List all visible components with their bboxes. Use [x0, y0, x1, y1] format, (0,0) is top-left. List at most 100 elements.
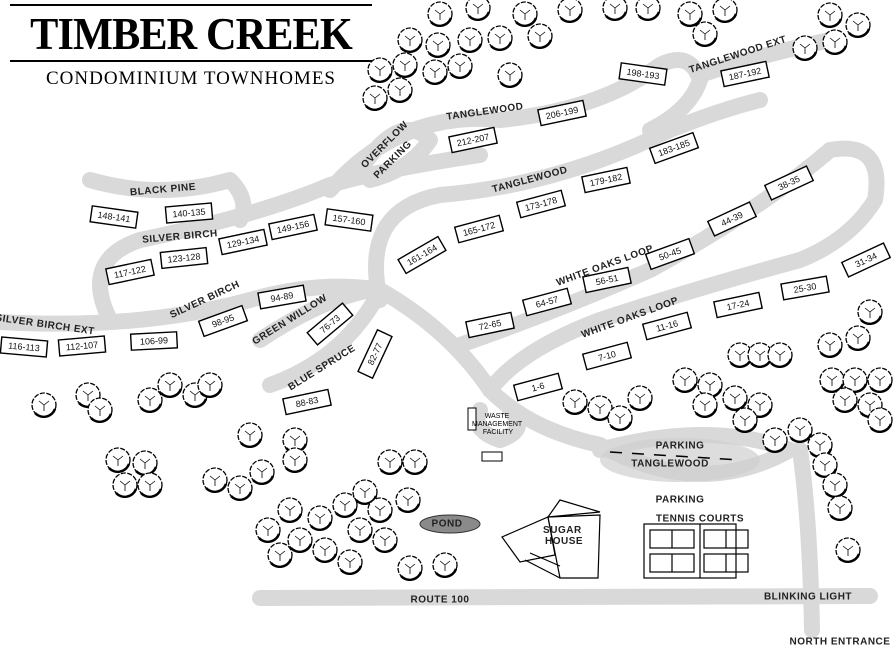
unit-outline [581, 341, 633, 371]
unit-block: 129-134 [218, 228, 268, 256]
parking-label: PARKING [656, 441, 705, 452]
unit-outline [197, 304, 249, 338]
unit-block: 98-95 [197, 304, 249, 338]
tree-icon [397, 27, 423, 54]
tree-icon [762, 427, 788, 454]
tree-icon [255, 517, 281, 544]
unit-label: 94-89 [270, 290, 294, 304]
tree-icon [447, 53, 473, 80]
unit-block: 1-6 [512, 372, 564, 402]
tree-icon [627, 385, 653, 412]
unit-outline [218, 228, 268, 256]
road-tanglewood-mid [368, 92, 768, 308]
unit-label: 198-193 [626, 67, 660, 81]
tree-icon [857, 299, 883, 326]
parking-label-bottom: PARKING [656, 495, 705, 506]
unit-block: 72-65 [465, 311, 515, 339]
tree-icon [237, 422, 263, 449]
unit-outline [521, 287, 573, 317]
unit-block: 179-182 [581, 166, 631, 194]
unit-outline [282, 388, 332, 416]
unit-outline [706, 201, 758, 237]
tree-icon [827, 495, 853, 522]
tree-icon [767, 342, 793, 369]
tree-icon [607, 405, 633, 432]
tree-icon [845, 325, 871, 352]
unit-outline [512, 372, 564, 402]
unit-block: 56-51 [582, 266, 632, 294]
tree-icon [677, 1, 703, 28]
unit-block: 106-99 [129, 331, 179, 351]
unit-block: 123-128 [159, 246, 209, 270]
tree-icon [692, 392, 718, 419]
tree-icon [377, 449, 403, 476]
unit-outline [515, 189, 567, 219]
tree-icon [282, 447, 308, 474]
tree-icon [792, 35, 818, 62]
unit-label: 112-107 [65, 340, 98, 353]
unit-outline [306, 302, 354, 346]
north-entrance-label: NORTH ENTRANCE [790, 637, 891, 648]
unit-outline [582, 266, 632, 294]
tree-icon [367, 57, 393, 84]
blinking-light-label: BLINKING LIGHT [764, 592, 852, 603]
road-waste [469, 402, 526, 448]
pond [419, 514, 481, 534]
tree-icon [747, 342, 773, 369]
unit-block: 11-16 [641, 311, 693, 341]
unit-block: 173-178 [515, 189, 567, 219]
dumpster [481, 451, 503, 462]
unit-block: 94-89 [257, 284, 307, 310]
map-subtitle: CONDOMINIUM TOWNHOMES [46, 68, 336, 89]
tree-icon [347, 517, 373, 544]
tree-icon [487, 25, 513, 52]
waste-label: WASTE MANAGEMENT FACILITY [472, 413, 524, 436]
unit-block: 198-193 [618, 62, 668, 86]
unit-outline [448, 126, 498, 154]
tree-icon [512, 1, 538, 28]
tree-icon [157, 372, 183, 399]
tree-icon [267, 542, 293, 569]
unit-block: 17-24 [713, 291, 763, 319]
unit-block: 157-160 [324, 208, 374, 232]
pond-label: POND [432, 519, 463, 530]
unit-label: 25-30 [793, 281, 817, 295]
tree-icon [867, 367, 893, 394]
trees [31, 0, 893, 582]
road-silver-birch-lower [0, 278, 388, 332]
tree-icon [307, 505, 333, 532]
unit-block: 149-156 [268, 213, 318, 241]
unit-outline [537, 99, 587, 127]
tree-icon [465, 0, 491, 22]
tree-icon [819, 367, 845, 394]
unit-outline [780, 275, 830, 301]
unit-block: 38-35 [763, 165, 815, 201]
tennis-courts [643, 523, 749, 579]
roads [0, 32, 885, 638]
unit-label: 116-113 [8, 341, 40, 354]
tree-icon [352, 479, 378, 506]
unit-block: 117-122 [105, 258, 155, 286]
unit-block: 31-34 [840, 242, 892, 278]
unit-block: 50-45 [644, 237, 696, 271]
road-black-pine [82, 172, 252, 228]
tree-icon [562, 389, 588, 416]
unit-block: 64-57 [521, 287, 573, 317]
unit-block: 165-172 [453, 214, 505, 244]
tree-icon [287, 527, 313, 554]
tree-icon [387, 77, 413, 104]
unit-label: 157-160 [332, 213, 366, 227]
tree-icon [312, 537, 338, 564]
tree-icon [672, 367, 698, 394]
facilities: WASTE MANAGEMENT FACILITY PARKING TANGLE… [411, 407, 891, 648]
tree-icon [249, 459, 275, 486]
unit-label: 88-83 [295, 395, 320, 410]
unit-block: 140-135 [164, 202, 214, 224]
tree-icon [732, 407, 758, 434]
sugar-house-building [501, 499, 601, 579]
unit-outline [0, 336, 49, 358]
tree-icon [197, 372, 223, 399]
unit-block: 88-83 [282, 388, 332, 416]
